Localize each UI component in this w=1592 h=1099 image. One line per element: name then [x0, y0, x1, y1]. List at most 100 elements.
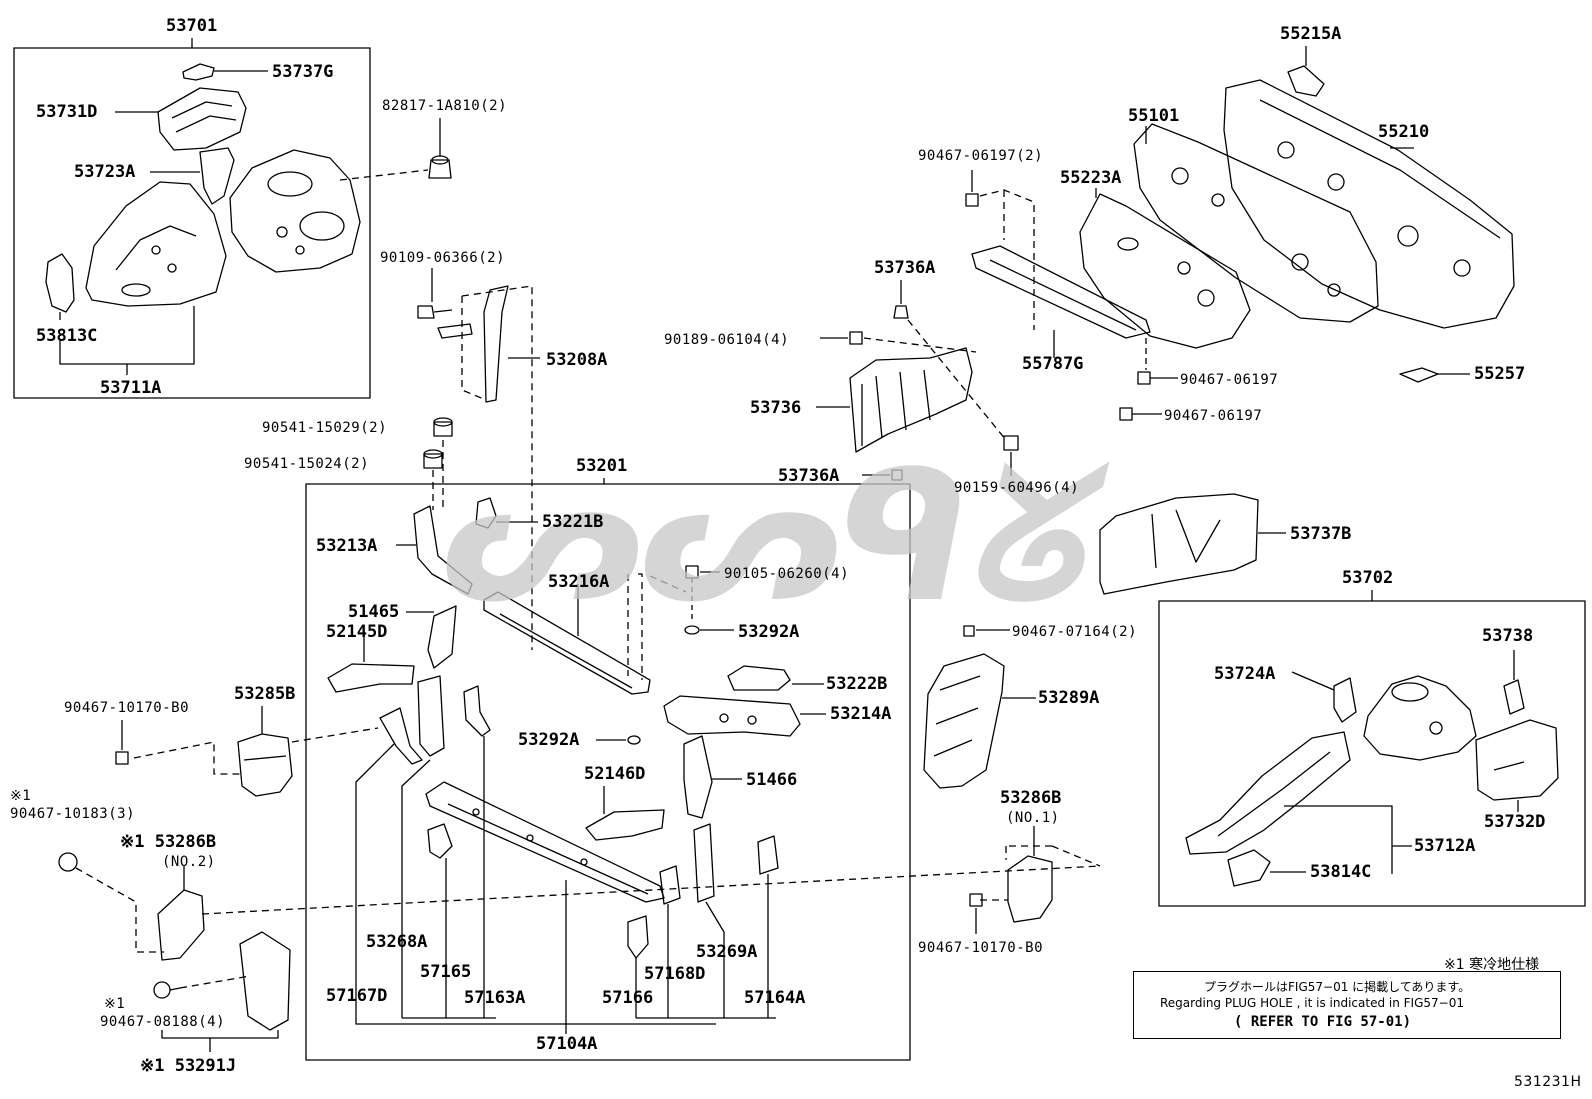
part-label: 51465 — [348, 602, 400, 622]
note-line-refer: ( REFER TO FIG 57-01) — [1234, 1014, 1412, 1030]
part-label: 53738 — [1482, 626, 1534, 646]
part-label: 57104A — [536, 1034, 598, 1054]
cold-area-marker: ※1 — [10, 788, 32, 804]
part-label: 90467-06197 — [1164, 408, 1263, 424]
part-53285B-shape — [237, 706, 293, 797]
part-53213A-shape — [396, 505, 473, 595]
part-label: 52146D — [584, 764, 646, 784]
part-label: 90467-10183(3) — [10, 806, 136, 822]
part-53214A-shape — [663, 695, 826, 737]
part-label: 52145D — [326, 622, 388, 642]
part-label: 53289A — [1038, 688, 1100, 708]
part-57168D-shape — [659, 865, 681, 905]
part-90541-15029-shape — [433, 417, 453, 437]
part-label: 53222B — [826, 674, 888, 694]
part-label: 53292A — [738, 622, 800, 642]
part-53736-shape — [816, 347, 973, 453]
part-53732D-shape — [1475, 719, 1559, 812]
group-label-53201: 53201 — [576, 456, 628, 476]
part-label: 90109-06366(2) — [380, 250, 506, 266]
part-53291J-shape — [239, 931, 291, 1031]
part-90105-06260-shape — [685, 565, 720, 620]
part-52146D-shape — [585, 786, 665, 841]
part-label: 53732D — [1484, 812, 1546, 832]
part-90467-06197-a-shape — [1137, 371, 1178, 385]
part-90467-07164-shape — [963, 625, 1010, 637]
part-57165-shape — [427, 823, 453, 859]
part-label: 53711A — [100, 378, 162, 398]
part-57104A-shape — [425, 781, 665, 903]
part-label: 53269A — [696, 942, 758, 962]
part-label: 90541-15024(2) — [244, 456, 370, 472]
part-label: 53737B — [1290, 524, 1352, 544]
part-label: 53731D — [36, 102, 98, 122]
part-sublabel: (NO.2) — [162, 854, 216, 870]
group-label-53701: 53701 — [166, 16, 218, 36]
part-label: ※1 53291J — [140, 1056, 237, 1076]
part-label: 53221B — [542, 512, 604, 532]
part-53738-shape — [1503, 650, 1525, 715]
part-53731D-shape — [115, 87, 247, 151]
part-apron-shape — [229, 149, 361, 273]
part-label: 53737G — [272, 62, 334, 82]
part-label: 53724A — [1214, 664, 1276, 684]
part-sublabel: (NO.1) — [1006, 810, 1060, 826]
part-55215A-shape — [1287, 46, 1325, 97]
part-label: 55257 — [1474, 364, 1526, 384]
part-51466-shape — [683, 735, 742, 819]
part-90467-10170-B0-b-shape — [969, 893, 983, 934]
part-label: 53723A — [74, 162, 136, 182]
part-57163A-shape — [463, 685, 491, 737]
part-label: 53814C — [1310, 862, 1372, 882]
part-53813C-shape — [45, 253, 75, 320]
figure-id: 531231H — [1514, 1074, 1582, 1090]
part-90467-08188-shape — [153, 981, 181, 999]
note-line-ja: プラグホールはFIG57−01 に掲載してあります。 — [1204, 980, 1471, 994]
part-label: 90467-06197 — [1180, 372, 1279, 388]
part-label: 53285B — [234, 684, 296, 704]
part-label: 57166 — [602, 988, 654, 1008]
part-label: 53213A — [316, 536, 378, 556]
part-53737B-shape — [1099, 493, 1286, 595]
part-53289A-shape — [923, 653, 1036, 789]
reference-note-box: プラグホールはFIG57−01 に掲載してあります。 Regarding PLU… — [1133, 971, 1561, 1039]
part-label: 53736A — [874, 258, 936, 278]
part-label: 90189-06104(4) — [664, 332, 790, 348]
part-52145D-shape — [327, 634, 415, 693]
part-apron-right-shape — [1363, 675, 1477, 761]
part-90541-15024-shape — [423, 449, 443, 469]
part-label: 53712A — [1414, 836, 1476, 856]
part-53711A-shape — [85, 181, 227, 307]
part-53268A-shape — [379, 675, 445, 765]
part-90109-06366-shape — [417, 268, 453, 319]
part-label: 53286B — [1000, 788, 1062, 808]
part-label: 53268A — [366, 932, 428, 952]
part-90189-06104-shape — [820, 331, 863, 345]
group-label-53702: 53702 — [1342, 568, 1394, 588]
part-label: 53736 — [750, 398, 802, 418]
part-53292A-washer-1 — [684, 625, 700, 635]
part-label: 90467-07164(2) — [1012, 624, 1138, 640]
part-53286B-no1-shape — [1007, 826, 1053, 923]
part-53208A-shape — [437, 285, 540, 403]
part-53737G-shape — [182, 63, 268, 81]
part-90467-06197-b-shape — [1119, 407, 1162, 421]
part-label: 53813C — [36, 326, 98, 346]
part-label: 55223A — [1060, 168, 1122, 188]
legend-cold-area: ※1 寒冷地仕様 — [1444, 957, 1540, 973]
cold-area-marker: ※1 — [104, 996, 126, 1012]
part-53221B-shape — [475, 497, 538, 529]
part-53292A-washer-2 — [627, 735, 641, 745]
part-label: 55215A — [1280, 24, 1342, 44]
part-label: 53208A — [546, 350, 608, 370]
note-line-en: Regarding PLUG HOLE , it is indicated in… — [1160, 996, 1464, 1010]
part-82817-shape — [428, 118, 452, 179]
part-label: 82817-1A810(2) — [382, 98, 508, 114]
group-box-53201 — [305, 483, 911, 1061]
part-label: 57163A — [464, 988, 526, 1008]
group-box-53702 — [1158, 600, 1586, 907]
part-53269A-shape — [693, 823, 715, 903]
part-label: 57164A — [744, 988, 806, 1008]
part-90467-10183-shape — [58, 852, 78, 872]
